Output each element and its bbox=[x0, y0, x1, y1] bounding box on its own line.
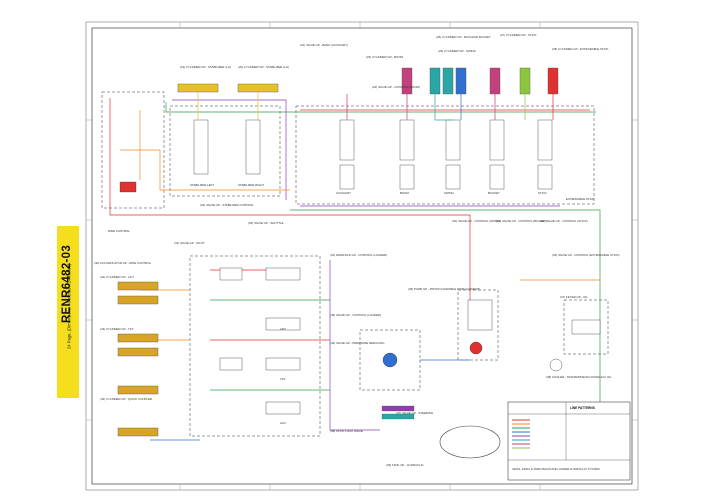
boom-cylinder bbox=[401, 67, 413, 95]
lift-cylinder-1 bbox=[117, 281, 159, 291]
label-ext-valve: (33) VALVE GP - CONTROL (EXTENDABLE STIC… bbox=[552, 253, 620, 257]
backhoe-spools bbox=[193, 119, 553, 190]
label-stick-lock: (48) STICK LOCK VALVE bbox=[330, 429, 363, 433]
label-boom-cylinder: (23) CYLINDER GP - BOOM bbox=[366, 55, 403, 59]
return-line-top bbox=[165, 102, 596, 113]
legend-swatches bbox=[512, 419, 530, 449]
coupler-cylinder-1 bbox=[117, 385, 159, 395]
label-stabilizer-left: (19) CYLINDER GP - STABILIZER (LH) bbox=[180, 65, 231, 69]
label-swing-valve: (30) VALVE GP - CONTROL (SWING) bbox=[452, 219, 501, 223]
pump-box bbox=[457, 289, 499, 361]
loader-spools bbox=[219, 267, 301, 415]
section-aux-left: AUXILIARY bbox=[336, 191, 351, 195]
loader-ls-line bbox=[329, 260, 380, 431]
backhoe-cylinders bbox=[401, 67, 559, 95]
stick-cylinder bbox=[489, 67, 501, 95]
section-swing: SWING bbox=[444, 191, 455, 195]
lift-cylinder-2 bbox=[117, 295, 159, 305]
stick-lock-cylinder bbox=[547, 67, 559, 95]
filter-box bbox=[563, 299, 609, 355]
pressure-line-main bbox=[109, 98, 471, 330]
pump-body bbox=[467, 299, 493, 331]
label-ride-control: (40) ACCUMULATOR GP - RIDE CONTROL bbox=[94, 261, 152, 265]
label-tank: (39) TANK GP - HYDRAULIC bbox=[386, 463, 424, 467]
label-swing-cylinder: (26) CYLINDER GP - SWING bbox=[438, 49, 477, 53]
swing-cylinder-right bbox=[442, 67, 454, 95]
outer-frame bbox=[85, 21, 639, 491]
tank-icon bbox=[439, 425, 501, 459]
label-lift-cylinder: (42) CYLINDER GP - LIFT bbox=[100, 275, 134, 279]
title-block bbox=[507, 401, 631, 481]
stabilizer-right-cylinder bbox=[237, 83, 279, 93]
pilot-solenoid bbox=[119, 181, 137, 193]
frame-ticks bbox=[86, 22, 638, 490]
section-extendable: EXTENDABLE STICK bbox=[566, 197, 595, 201]
loader-valve-box bbox=[189, 255, 321, 437]
label-cooler: (38) COOLER - TRANSMISSION HYDRAULIC OIL bbox=[546, 375, 612, 379]
section-stick: STICK bbox=[538, 191, 547, 195]
load-sense-stab bbox=[172, 99, 287, 200]
document-pages-note: 24 Page, (Dimensions: 40 inches x 24 inc… bbox=[66, 263, 72, 350]
section-tilt: TILT bbox=[280, 377, 286, 381]
section-stab-left: STABILIZER LEFT bbox=[190, 183, 214, 187]
label-pressure-valve: (46) VALVE GP - PRESSURE REDUCING bbox=[330, 341, 385, 345]
label-shuttle: (35) VALVE GP - SHUTTLE bbox=[248, 221, 284, 225]
ride-accumulator-2 bbox=[381, 413, 415, 420]
section-ride: RIDE CONTROL bbox=[108, 229, 130, 233]
pilot-valve-box bbox=[101, 91, 165, 209]
section-boom: BOOM bbox=[400, 191, 409, 195]
backhoe-valve-box bbox=[295, 105, 595, 205]
section-stab-right: STABILIZER RIGHT bbox=[238, 183, 264, 187]
section-lift: LIFT bbox=[280, 327, 286, 331]
stabilizer-valve-box bbox=[169, 105, 281, 197]
label-bucket-cylinder: (25) CYLINDER GP - BACKHOE BUCKET bbox=[436, 35, 491, 39]
swing-line bbox=[434, 94, 453, 121]
document-tab: RENR6482-03 24 Page, (Dimensions: 40 inc… bbox=[57, 226, 79, 398]
stabilizer-cylinders bbox=[177, 83, 279, 93]
label-filter: (37) FILTER GP - OIL bbox=[560, 295, 588, 299]
label-bucket-valve: (31) VALVE GP - CONTROL (BUCKET) bbox=[496, 219, 547, 223]
label-tilt-cylinder: (43) CYLINDER GP - TILT bbox=[100, 327, 134, 331]
title-block-text: 420F2, 430F2 & 450F2 BACKHOE LOADER HYDR… bbox=[512, 467, 600, 471]
label-aux-valve: (21) VALVE GP - BANK (AUXILIARY) bbox=[300, 43, 348, 47]
tilt-cylinder-2 bbox=[117, 347, 159, 357]
extendable-stick-cylinder bbox=[519, 67, 531, 95]
bucket-cylinder bbox=[455, 67, 467, 95]
label-ext-stick: (28) CYLINDER GP - EXTENDABLE STICK bbox=[552, 47, 609, 51]
tilt-cylinder-1 bbox=[117, 333, 159, 343]
coupler-cylinder-2 bbox=[117, 427, 159, 437]
ride-accumulator-1 bbox=[381, 405, 415, 412]
filter-icon bbox=[571, 319, 601, 335]
steering-motor-icon bbox=[382, 352, 398, 368]
legend-title: LINE PATTERNS bbox=[570, 406, 595, 410]
label-stabilizer-right: (20) CYLINDER GP - STABILIZER (LH) bbox=[238, 65, 289, 69]
label-boom-valve: (22) VALVE GP - CONTROL (BOOM) bbox=[372, 85, 420, 89]
label-stabilizer-valve: (29) VALVE GP - STABILIZER CONTROL bbox=[200, 203, 254, 207]
label-coupler-cylinder: (44) CYLINDER GP - QUICK COUPLER bbox=[100, 397, 152, 401]
label-stick-cylinder: (27) CYLINDER GP - STICK bbox=[500, 33, 537, 37]
inner-frame bbox=[91, 27, 633, 485]
label-manifold: (34) MANIFOLD GP - CONTROL (LOADER) bbox=[330, 253, 387, 257]
label-stick-valve: (32) VALVE GP - CONTROL (STICK) bbox=[540, 219, 588, 223]
pump-icon bbox=[469, 341, 483, 355]
section-bucket: BUCKET bbox=[488, 191, 500, 195]
label-loader-valve: (45) VALVE GP - CONTROL (LOADER) bbox=[330, 313, 381, 317]
label-steering: (47) VALVE GP - STEERING bbox=[396, 411, 434, 415]
return-line-right bbox=[290, 209, 601, 470]
cooler-icon bbox=[549, 358, 563, 372]
label-pump: (36) PUMP GP - PISTON (VARIABLE DISPLACE… bbox=[408, 287, 480, 291]
label-pilot-valve: (41) VALVE GP - PILOT bbox=[174, 241, 205, 245]
swing-cylinder-left bbox=[429, 67, 441, 95]
stabilizer-left-cylinder bbox=[177, 83, 219, 93]
loader-cylinders bbox=[117, 281, 159, 437]
section-aux: AUX bbox=[280, 421, 286, 425]
